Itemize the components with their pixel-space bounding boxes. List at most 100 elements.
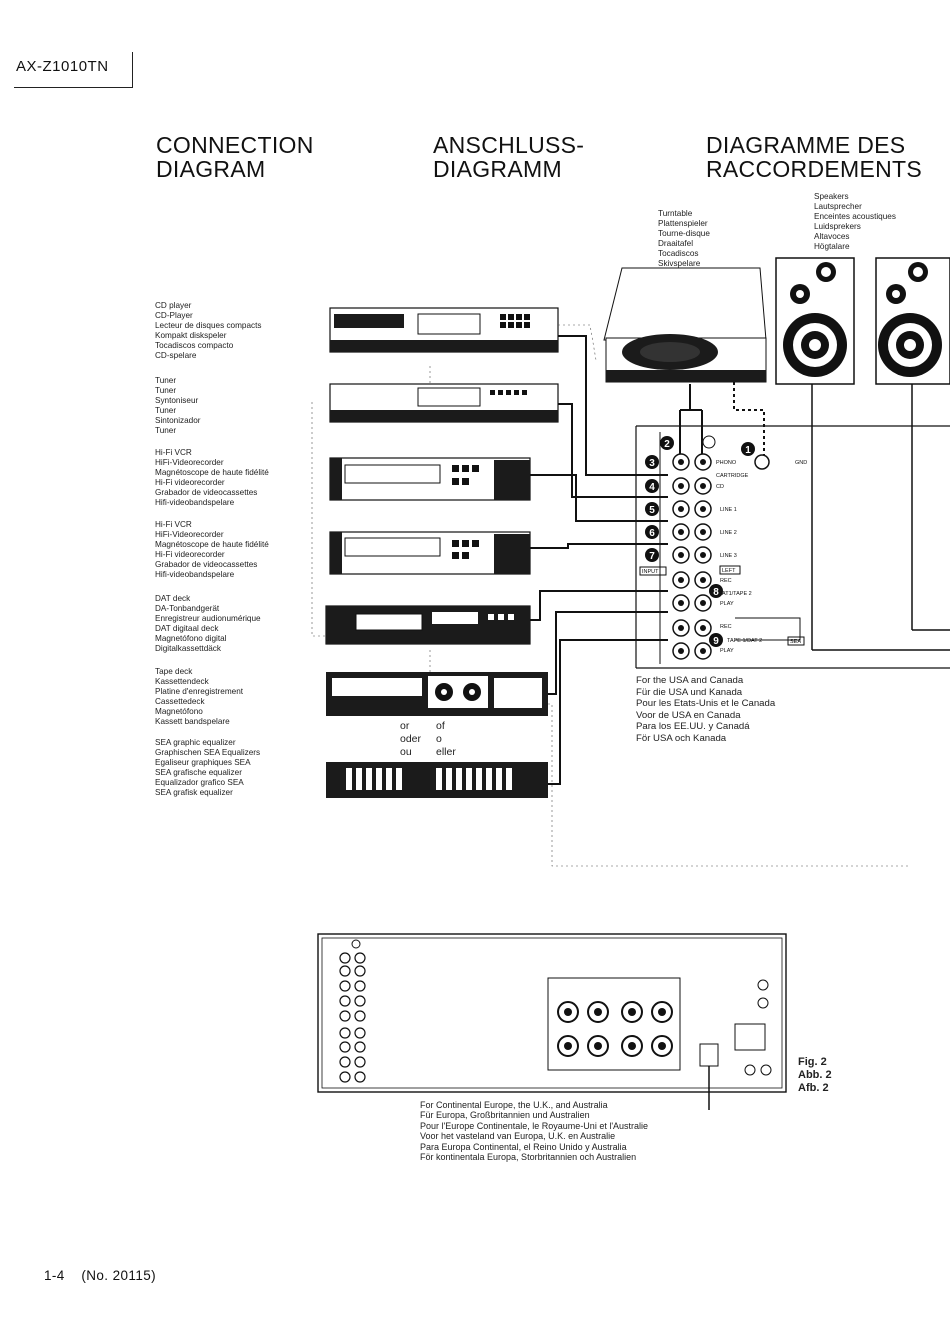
europe-note-es: Para Europa Continental, el Reino Unido … — [420, 1141, 627, 1152]
usa-note-sv: För USA och Kanada — [636, 732, 727, 744]
header-divider — [132, 52, 133, 88]
tuner-label-en: Tuner — [155, 376, 177, 385]
or-options-left: or oder ou — [400, 720, 421, 759]
terminal-line2: LINE 2 — [720, 530, 737, 536]
sea-equalizer-label: SEA graphic equalizer Graphischen SEA Eq… — [155, 738, 260, 799]
ground-cable — [733, 382, 765, 455]
vcr1-label-de: HiFi-Videorecorder — [155, 458, 224, 468]
marker-8: 8 — [713, 587, 719, 598]
tuner-unit — [329, 383, 559, 423]
terminal-sea: SEA — [790, 639, 801, 645]
cd-label-en: CD player — [155, 301, 192, 310]
europe-note: For Continental Europe, the U.K., and Au… — [420, 1100, 648, 1162]
terminal-left: LEFT — [722, 568, 736, 574]
europe-note-sv: För kontinentala Europa, Storbritannien … — [420, 1152, 637, 1163]
tape-label-es: Magnetófono — [155, 707, 203, 717]
tuner-label-es: Sintonizador — [155, 416, 201, 426]
vcr2-label-en: Hi-Fi VCR — [155, 520, 192, 529]
marker-2: 2 — [664, 439, 670, 450]
turntable-unit — [603, 267, 767, 383]
turntable-label-es: Tocadiscos — [658, 249, 699, 259]
or-nl: of — [436, 720, 445, 732]
title-de-line2: DIAGRAMM — [433, 156, 562, 182]
marker-7: 7 — [649, 551, 655, 562]
or-sv: eller — [436, 746, 456, 758]
speaker-right-unit — [875, 257, 950, 385]
fig-caption-nl: Afb. 2 — [798, 1082, 829, 1094]
terminal-input: INPUT — [642, 569, 659, 575]
terminal-play-a: PLAY — [720, 601, 734, 607]
speakers-label-sv: Högtalare — [814, 242, 850, 252]
speakers-label-de: Lautsprecher — [814, 202, 862, 212]
terminal-line3: LINE 3 — [720, 553, 737, 559]
vcr1-label-sv: Hifi-videobandspelare — [155, 498, 235, 508]
sea-label-fr: Egaliseur graphiques SEA — [155, 758, 251, 768]
usa-note-en: For the USA and Canada — [636, 675, 744, 686]
sea-label-en: SEA graphic equalizer — [155, 738, 236, 747]
speakers-label-fr: Enceintes acoustiques — [814, 212, 896, 222]
europe-note-de: Für Europa, Großbritannien und Australie… — [420, 1110, 590, 1121]
or-de: oder — [400, 733, 422, 745]
vcr1-label-es: Grabador de videocassettes — [155, 488, 258, 498]
panel-number-markers: 1 2 3 4 5 6 7 8 9 — [645, 436, 755, 647]
terminal-cd: CD — [716, 484, 724, 490]
vcr1-label-nl: Hi-Fi videorecorder — [155, 478, 225, 488]
dat-label-de: DA-Tonbandgerät — [155, 604, 220, 614]
turntable-label-fr: Tourne-disque — [658, 229, 710, 239]
sea-label-es: Equalizador grafico SEA — [155, 778, 244, 788]
cd-label-es: Tocadiscos compacto — [155, 341, 234, 351]
speaker-left-unit — [775, 257, 855, 385]
usa-note-de: Für die USA und Kanada — [636, 686, 743, 698]
figure-caption: Fig. 2 Abb. 2 Afb. 2 — [798, 1056, 832, 1095]
cd-player-label: CD player CD-Player Lecteur de disques c… — [155, 301, 262, 362]
document-number: (No. 20115) — [81, 1268, 157, 1283]
or-en: or — [400, 720, 410, 732]
sea-equalizer-unit — [326, 762, 548, 798]
terminal-phono: PHONO — [716, 460, 737, 466]
vcr2-label-es: Grabador de videocassettes — [155, 560, 258, 570]
speakers-label: Speakers Lautsprecher Enceintes acoustiq… — [814, 192, 896, 253]
terminal-line1: LINE 1 — [720, 507, 737, 513]
vcr2-unit — [329, 531, 531, 575]
turntable-label: Turntable Plattenspieler Tourne-disque D… — [658, 209, 710, 270]
cd-player-unit — [329, 307, 559, 353]
dat-label-fr: Enregistreur audionumérique — [155, 614, 261, 624]
tuner-label-fr: Syntoniseur — [155, 396, 199, 406]
usa-note-fr: Pour les Etats-Unis et le Canada — [636, 698, 776, 710]
title-en-line1: CONNECTION — [156, 132, 314, 158]
tuner-label-nl: Tuner — [155, 406, 177, 416]
title-fr-line2: RACCORDEMENTS — [706, 156, 923, 182]
marker-6: 6 — [649, 528, 655, 539]
turntable-label-nl: Draaitafel — [658, 239, 694, 249]
fig-caption-de: Abb. 2 — [798, 1069, 832, 1081]
turntable-label-de: Plattenspieler — [658, 219, 708, 229]
vcr2-label-sv: Hifi-videobandspelare — [155, 570, 235, 580]
cd-label-fr: Lecteur de disques compacts — [155, 321, 262, 331]
tuner-label: Tuner Tuner Syntoniseur Tuner Sintonizad… — [155, 376, 201, 437]
cd-label-sv: CD-spelare — [155, 351, 197, 361]
sea-label-de: Graphischen SEA Equalizers — [155, 748, 261, 758]
sea-label-sv: SEA grafisk equalizer — [155, 788, 233, 798]
marker-4: 4 — [649, 482, 655, 493]
terminal-tape1-dat2: TAPE 1/DAT 2 — [727, 638, 762, 644]
usa-note-es: Para los EE.UU. y Canadá — [636, 721, 750, 733]
speakers-label-en: Speakers — [814, 192, 849, 201]
sea-label-nl: SEA grafische equalizer — [155, 768, 242, 778]
title-german: ANSCHLUSS- DIAGRAMM — [433, 133, 584, 181]
tape-label-sv: Kassett bandspelare — [155, 717, 230, 727]
tape-deck-label: Tape deck Kassettendeck Platine d'enregi… — [155, 667, 243, 728]
or-es: o — [436, 733, 442, 745]
turntable-label-en: Turntable — [658, 209, 693, 218]
title-de-line1: ANSCHLUSS- — [433, 132, 585, 158]
tape-label-fr: Platine d'enregistrement — [155, 687, 244, 697]
terminal-labels: PHONO GND CARTRIDGE CD LINE 1 LINE 2 LIN… — [642, 460, 807, 654]
tape-label-nl: Cassettedeck — [155, 697, 205, 707]
terminal-dat1-tape2: DAT1/TAPE 2 — [718, 591, 752, 597]
title-en-line2: DIAGRAM — [156, 156, 266, 182]
dotted-guides — [311, 324, 910, 867]
marker-1: 1 — [745, 445, 751, 456]
vcr1-label-en: Hi-Fi VCR — [155, 448, 192, 457]
dat-deck-unit — [325, 605, 531, 645]
fig2-rear-panel — [317, 933, 787, 1110]
usa-note-nl: Voor de USA en Canada — [636, 709, 741, 721]
